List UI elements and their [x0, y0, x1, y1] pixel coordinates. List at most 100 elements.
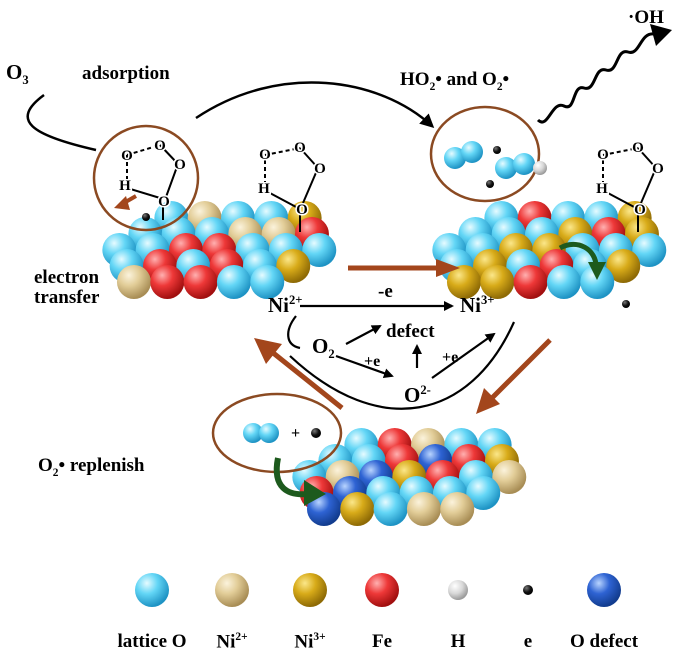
replenish-green-arrow [273, 457, 309, 498]
transfer-arrow-right [348, 259, 460, 277]
radicals-label: HO2• and O2• [400, 69, 510, 93]
iron-sphere [365, 573, 399, 607]
plus-sign: + [291, 425, 301, 442]
ozone-arrow [26, 93, 97, 152]
nickel-3-sphere [293, 573, 327, 607]
ozone-o-atom: O [652, 161, 664, 177]
adsorbed-ozone-middle [264, 147, 319, 232]
reduction-green-arrowhead [588, 262, 606, 280]
lattice-oxygen-sphere [495, 157, 517, 179]
transfer-arrow-up-left [254, 338, 344, 410]
adsorption-label: adsorption [82, 63, 170, 84]
replenish-green-arrowhead [304, 480, 326, 506]
o2-minus-label: O2- [404, 383, 431, 407]
lattice-oxygen-sphere [632, 233, 667, 267]
ozone-o-atom: O [296, 202, 308, 218]
iron-sphere [150, 265, 185, 299]
defect-label: defect [386, 321, 435, 342]
iron-sphere [183, 265, 218, 299]
ni2-label: Ni2+ [268, 293, 303, 317]
oxygen-defect-sphere [306, 492, 341, 526]
catalyst-slab-left [102, 201, 337, 299]
nickel-2-sphere [116, 265, 151, 299]
hydrogen-sphere [533, 161, 547, 175]
nickel-3-sphere [340, 492, 375, 526]
iron-sphere [513, 265, 548, 299]
nickel-2-sphere [492, 460, 527, 494]
electron-sphere [142, 213, 150, 221]
ozone-o-atom: O [154, 138, 166, 154]
adsorption-to-radical-arrow [195, 81, 435, 129]
o2minus-to-ni3-arrow [431, 332, 496, 379]
nickel-3-sphere [606, 249, 641, 283]
ozone-h-atom: H [119, 178, 131, 194]
minus-e-label: -e [378, 281, 393, 302]
electron-sphere [486, 180, 494, 188]
electron-sphere [622, 300, 630, 308]
adsorbed-ozone-left [126, 144, 179, 220]
catalyst-slab-right [432, 201, 667, 299]
electron-sphere [311, 428, 321, 438]
ni2-to-o2-curve [287, 315, 301, 350]
oxygen-defect-sphere [587, 573, 621, 607]
legend-label-lattice-o: lattice O [117, 631, 187, 652]
lattice-oxygen-sphere [461, 141, 483, 163]
ozone-o-atom: O [259, 147, 271, 163]
ozone-o-atom: O [294, 140, 306, 156]
hydroxyl-radical-label: ·OH [628, 7, 664, 28]
o2-to-defect-arrow [345, 325, 382, 345]
ozone-o-atom: O [632, 140, 644, 156]
ozone-o-atom: O [634, 202, 646, 218]
nickel-3-sphere [276, 249, 311, 283]
nickel-3-sphere [446, 265, 481, 299]
lattice-oxygen-sphere [466, 476, 501, 510]
replenish-label: O2• replenish [38, 455, 145, 479]
nickel-2-sphere [440, 492, 475, 526]
adsorbed-ozone-right [602, 147, 657, 232]
ozone-o-atom: O [158, 194, 170, 210]
adsorption-small-arrowhead [114, 196, 130, 210]
oh-wave-arrow [536, 32, 655, 124]
legend-label-ni2: Ni2+ [216, 631, 248, 653]
legend-label-e: e [523, 631, 533, 652]
lattice-oxygen-sphere [580, 265, 615, 299]
adsorption-circle [92, 124, 200, 232]
electron-transfer-label-line1: electron [34, 267, 100, 288]
ozone-h-atom: H [596, 181, 608, 197]
ozone-label: O3 [6, 60, 29, 88]
legend-label-fe: Fe [371, 631, 393, 652]
lattice-oxygen-sphere [250, 265, 285, 299]
radical-circle [429, 105, 541, 203]
electron-sphere [523, 585, 533, 595]
lattice-oxygen-sphere [216, 265, 251, 299]
lattice-oxygen-sphere [243, 423, 263, 443]
legend-label-h: H [450, 631, 466, 652]
cycle-curve [289, 321, 516, 410]
legend-label-ni3: Ni3+ [294, 631, 326, 653]
ni3-label: Ni3+ [460, 293, 495, 317]
lattice-oxygen-sphere [513, 153, 535, 175]
o2-to-o2minus-arrow [335, 354, 394, 379]
lattice-oxygen-sphere [373, 492, 408, 526]
electron-sphere [493, 146, 501, 154]
plus-e-label: +e [442, 349, 459, 366]
ozone-h-atom: H [258, 181, 270, 197]
ozone-o-atom: O [597, 147, 609, 163]
legend-label-o-defect: O defect [569, 631, 639, 652]
ozone-o-atom: O [314, 161, 326, 177]
lattice-oxygen-sphere [546, 265, 581, 299]
transfer-arrow-down-right [476, 338, 552, 414]
plus-e-label: +e [364, 353, 381, 370]
nickel-3-sphere [480, 265, 515, 299]
lattice-oxygen-sphere [259, 423, 279, 443]
nickel-2-sphere [215, 573, 249, 607]
nickel-2-sphere [406, 492, 441, 526]
lattice-oxygen-sphere [444, 147, 466, 169]
electron-transfer-label-line2: transfer [34, 287, 100, 308]
lattice-oxygen-sphere [135, 573, 169, 607]
ozone-o-atom: O [121, 148, 133, 164]
hydrogen-sphere [448, 580, 468, 600]
catalyst-slab-bottom [292, 428, 527, 526]
